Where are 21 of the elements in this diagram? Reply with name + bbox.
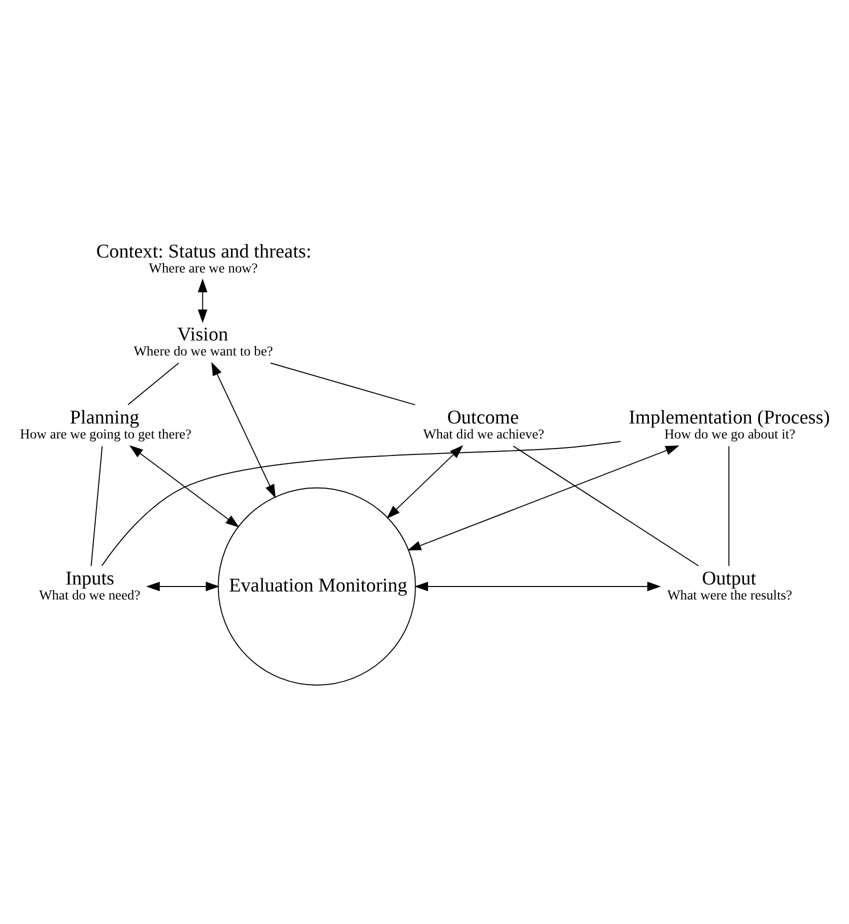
- node-text: Vision Where do we want to be?: [134, 324, 273, 358]
- arrow: [407, 446, 680, 551]
- node-text: Inputs What do we need?: [39, 568, 140, 602]
- node-text: Planning How are we going to get there?: [20, 407, 192, 442]
- arrow: [414, 582, 661, 592]
- arrow: [146, 582, 220, 592]
- node-text: Output What were the results?: [667, 568, 792, 602]
- arrow: [129, 445, 240, 528]
- node-circle: Evaluation Monitoring: [218, 487, 416, 686]
- arrow: [198, 278, 208, 324]
- connector: [728, 446, 730, 566]
- connector: [270, 362, 416, 406]
- arrow: [211, 362, 276, 498]
- connector: [101, 440, 622, 566]
- connector: [90, 446, 103, 566]
- connector: [512, 446, 700, 566]
- node-text: Outcome What did we achieve?: [423, 407, 544, 442]
- connector: [128, 362, 180, 406]
- arrow: [386, 445, 464, 519]
- node-text: Context: Status and threats: Where are we now?: [96, 241, 312, 276]
- node-text: Implementation (Process) How do we go about it?: [628, 407, 830, 442]
